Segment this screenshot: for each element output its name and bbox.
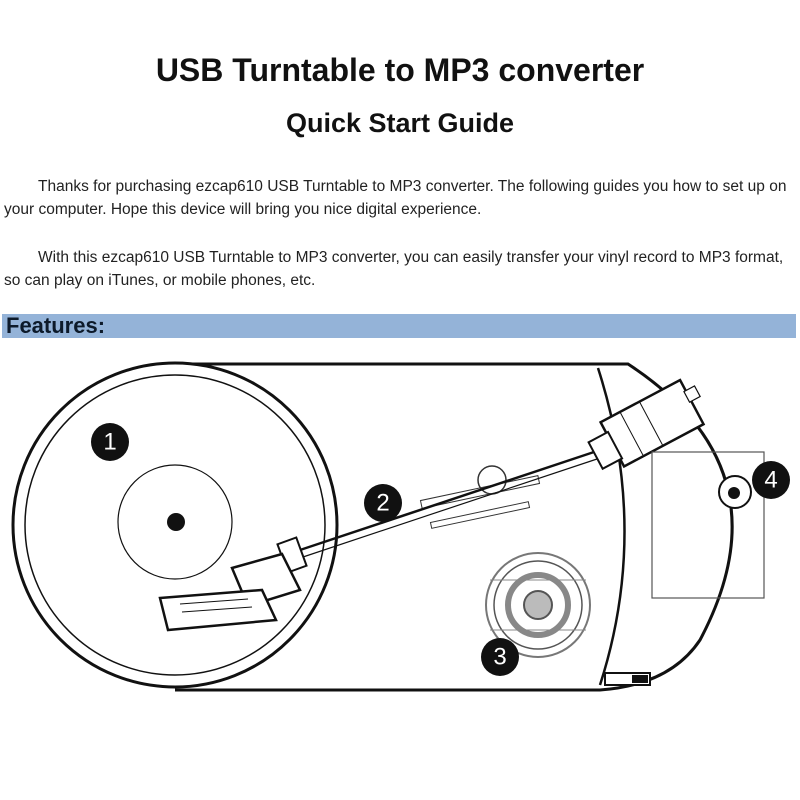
speaker — [485, 552, 591, 658]
document-subtitle: Quick Start Guide — [285, 108, 515, 138]
tonearm — [299, 448, 601, 552]
usage-paragraph: With this ezcap610 USB Turntable to MP3 … — [4, 249, 784, 289]
counterweight — [587, 378, 706, 471]
control-panel-edge — [596, 367, 626, 686]
callout-4: 4 — [764, 467, 777, 494]
platter-rim — [24, 374, 326, 676]
spindle — [167, 513, 185, 531]
document-title: USB Turntable to MP3 converter — [155, 52, 645, 88]
callout-2: 2 — [376, 490, 389, 517]
tonearm-rest — [419, 475, 541, 509]
callout-2-badge — [364, 484, 402, 522]
features-section-header: Features: — [2, 314, 796, 338]
headphone-jack-hole — [728, 487, 740, 499]
tonearm-guide — [429, 501, 531, 529]
power-switch-knob — [632, 675, 648, 683]
turntable-diagram: 1 2 3 4 — [11, 361, 790, 692]
callout-3: 3 — [493, 644, 506, 671]
tonearm-shadow — [299, 457, 601, 559]
headshell — [158, 536, 308, 632]
callout-3-badge — [481, 638, 519, 676]
features-label: Features: — [6, 313, 106, 338]
callout-1-badge — [91, 423, 129, 461]
control-panel-box — [651, 451, 765, 599]
callout-4-badge — [752, 461, 790, 499]
record-label — [117, 464, 233, 580]
callout-1: 1 — [103, 429, 116, 456]
intro-paragraph: Thanks for purchasing ezcap610 USB Turnt… — [4, 178, 787, 218]
